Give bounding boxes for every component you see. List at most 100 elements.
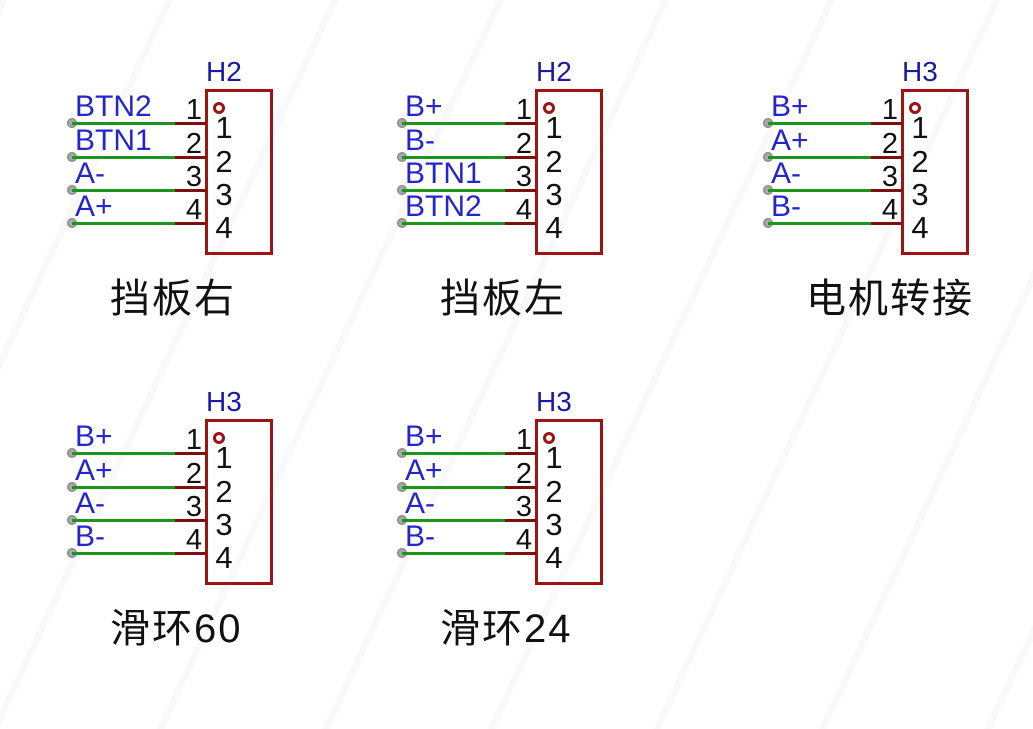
pin-stub xyxy=(175,552,206,555)
designator-label: H3 xyxy=(902,56,938,87)
net-label: A+ xyxy=(75,454,113,487)
designator-label: H2 xyxy=(206,56,242,87)
net-label: A+ xyxy=(75,190,113,223)
pin-number: 3 xyxy=(881,161,898,193)
designator-label: H2 xyxy=(536,56,572,87)
net-label: B+ xyxy=(405,90,443,123)
pin-stub xyxy=(175,486,206,489)
inner-pin-number: 3 xyxy=(545,177,563,212)
pin-stub xyxy=(175,222,206,225)
inner-pin-number: 1 xyxy=(911,110,929,145)
pin-number: 3 xyxy=(185,161,202,193)
pin-number: 2 xyxy=(515,458,532,490)
pin-stub xyxy=(871,156,902,159)
wire xyxy=(67,515,206,525)
inner-pin-number: 3 xyxy=(215,507,233,542)
pin-stub xyxy=(505,122,536,125)
connector-caption: 挡板右 xyxy=(110,277,236,321)
inner-pin-number: 2 xyxy=(215,144,233,179)
inner-pin-number: 2 xyxy=(911,144,929,179)
pin-number: 2 xyxy=(881,128,898,160)
wire xyxy=(67,548,206,558)
net-label: BTN1 xyxy=(405,157,482,190)
connector-symbol-dangban-left: H2 B+ 1 1 B- 2 2 BTN1 3 3 BTN2 4 4 挡板左 xyxy=(390,56,660,328)
wire-segment xyxy=(72,222,175,225)
connector-body xyxy=(205,89,273,255)
pin-number: 1 xyxy=(185,94,202,126)
wire-segment xyxy=(768,156,871,159)
inner-pin-number: 1 xyxy=(545,440,563,475)
wire-segment xyxy=(72,122,175,125)
inner-pin-number: 4 xyxy=(215,540,233,575)
pin-stub xyxy=(871,222,902,225)
inner-pin-number: 2 xyxy=(545,144,563,179)
pin-stub xyxy=(505,189,536,192)
pin-number: 3 xyxy=(515,161,532,193)
connector-symbol-dangban-right: H2 BTN2 1 1 BTN1 2 2 A- 3 3 A+ 4 4 挡板右 xyxy=(60,56,330,328)
inner-pin-number: 4 xyxy=(215,210,233,245)
inner-pin-number: 2 xyxy=(545,474,563,509)
net-label: A+ xyxy=(405,454,443,487)
pin-number: 2 xyxy=(515,128,532,160)
pin-number: 4 xyxy=(185,524,202,556)
pin-number: 1 xyxy=(185,424,202,456)
designator-label: H3 xyxy=(206,386,242,417)
connector-symbol-motor-adapter: H3 B+ 1 1 A+ 2 2 A- 3 3 B- 4 4 电机转接 xyxy=(756,56,1026,328)
pin-stub xyxy=(175,189,206,192)
wire-segment xyxy=(768,222,871,225)
inner-pin-number: 1 xyxy=(545,110,563,145)
pin-stub xyxy=(175,452,206,455)
connector-caption: 电机转接 xyxy=(806,277,974,321)
wire xyxy=(397,218,536,228)
net-label: B+ xyxy=(75,420,113,453)
wire-segment xyxy=(72,552,175,555)
net-label: B- xyxy=(771,190,801,223)
inner-pin-number: 3 xyxy=(911,177,929,212)
net-label: BTN2 xyxy=(75,90,152,123)
wire-segment xyxy=(402,552,505,555)
connector-caption: 滑环60 xyxy=(110,607,243,651)
wire-segment xyxy=(402,189,505,192)
net-label: A- xyxy=(75,157,105,190)
connector-symbol-slipring-60: H3 B+ 1 1 A+ 2 2 A- 3 3 B- 4 4 滑环60 xyxy=(60,386,330,658)
pin-number: 4 xyxy=(881,194,898,226)
connector-body xyxy=(535,89,603,255)
net-label: B+ xyxy=(771,90,809,123)
pin-number: 4 xyxy=(185,194,202,226)
connector-body xyxy=(535,419,603,585)
wire xyxy=(397,118,536,128)
net-label: B- xyxy=(405,124,435,157)
pin1-indicator-icon xyxy=(543,102,555,114)
pin1-indicator-icon xyxy=(909,102,921,114)
pin1-indicator-icon xyxy=(213,102,225,114)
inner-pin-number: 1 xyxy=(215,440,233,475)
pin-number: 1 xyxy=(515,424,532,456)
connector-body xyxy=(205,419,273,585)
net-label: BTN1 xyxy=(75,124,152,157)
pin-stub xyxy=(175,122,206,125)
wire xyxy=(397,515,536,525)
pin-number: 2 xyxy=(185,458,202,490)
wire xyxy=(397,548,536,558)
net-label: A- xyxy=(75,487,105,520)
wire-segment xyxy=(402,222,505,225)
pin-stub xyxy=(871,189,902,192)
pin-number: 3 xyxy=(185,491,202,523)
connector-caption: 滑环24 xyxy=(440,607,573,651)
wire-segment xyxy=(72,486,175,489)
inner-pin-number: 4 xyxy=(545,540,563,575)
wire xyxy=(397,448,536,458)
pin-number: 1 xyxy=(515,94,532,126)
net-label: B- xyxy=(75,520,105,553)
wire xyxy=(67,218,206,228)
inner-pin-number: 2 xyxy=(215,474,233,509)
pin-number: 3 xyxy=(515,491,532,523)
pin-number: 1 xyxy=(881,94,898,126)
wire xyxy=(763,152,902,162)
wire-segment xyxy=(72,156,175,159)
wire xyxy=(67,448,206,458)
wire xyxy=(397,152,536,162)
pin-stub xyxy=(505,452,536,455)
inner-pin-number: 3 xyxy=(545,507,563,542)
wire-segment xyxy=(402,156,505,159)
